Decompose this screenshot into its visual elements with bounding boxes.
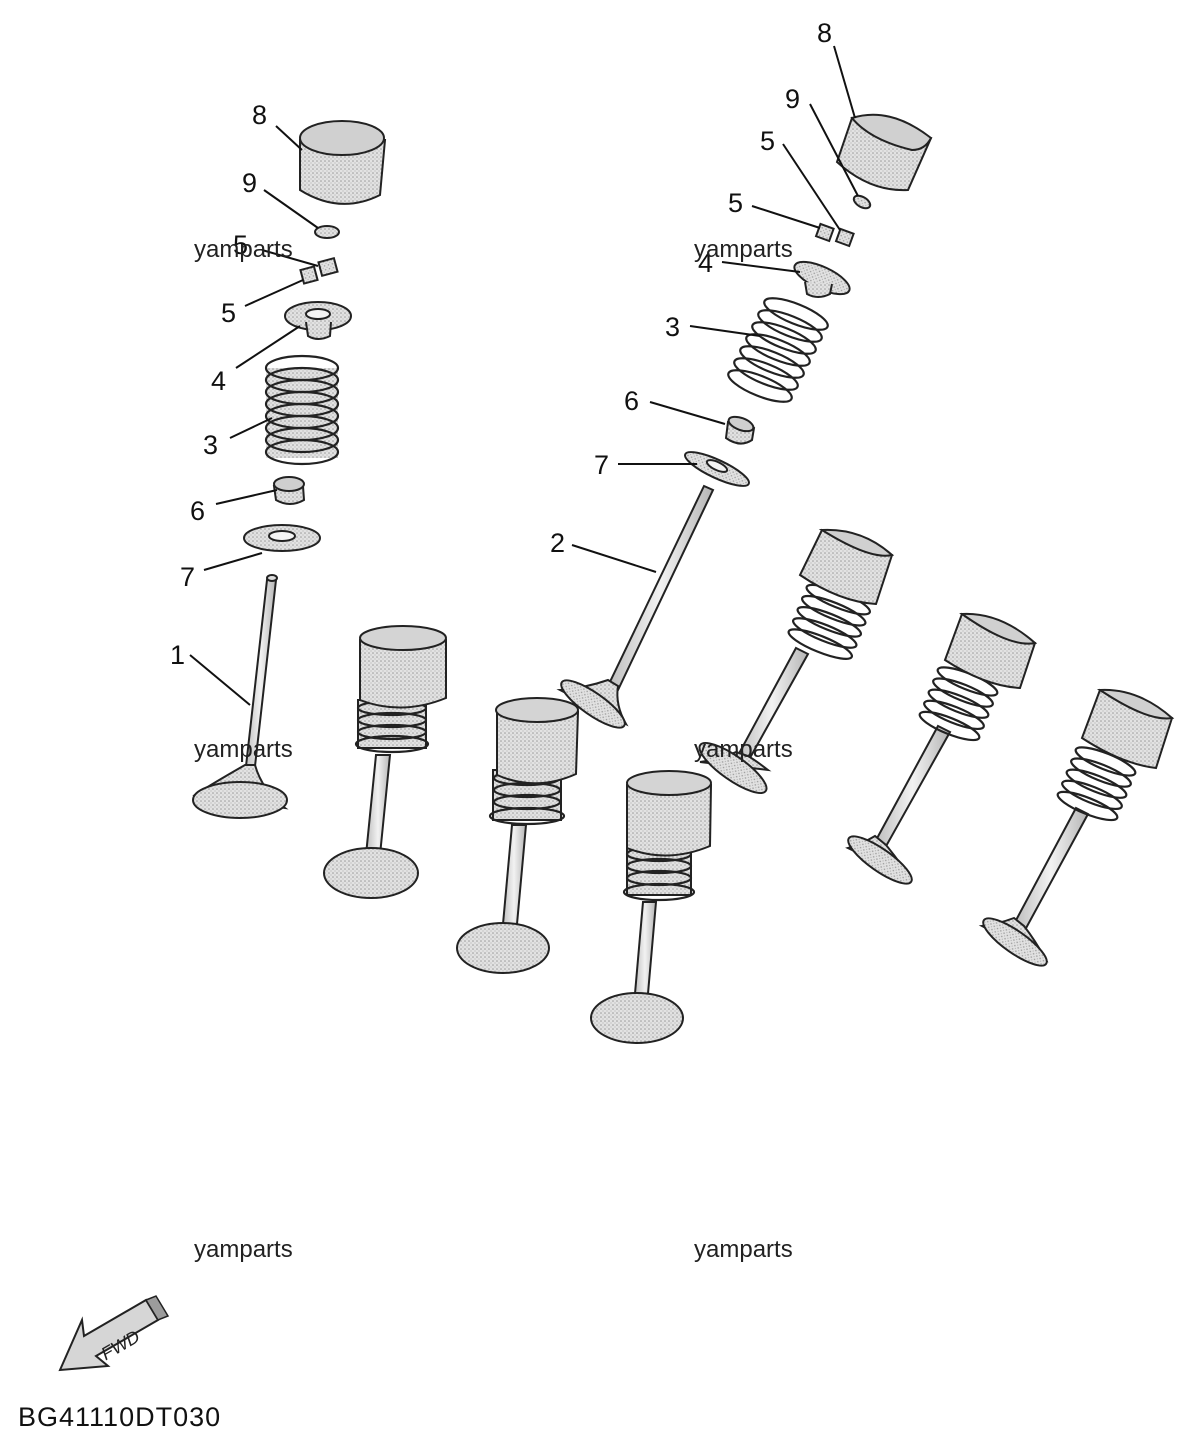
left-exploded-stack <box>192 120 387 819</box>
right-exploded-stack <box>556 113 933 729</box>
callout-5b-right: 5 <box>728 188 743 218</box>
callout-4-left: 4 <box>211 366 226 396</box>
shim-left <box>314 225 340 239</box>
callout-1-left: 1 <box>170 640 185 670</box>
callout-5a-left: 5 <box>233 230 248 260</box>
callout-3-left: 3 <box>203 430 218 460</box>
valve-stem-seal-left <box>272 476 306 505</box>
callout-8-left: 8 <box>252 100 267 130</box>
fwd-arrow-icon: FWD <box>58 1295 170 1372</box>
watermark: yamparts <box>694 1236 793 1263</box>
callout-9-right: 9 <box>785 84 800 114</box>
valve-lifter-right <box>835 113 933 192</box>
watermarks: yamparts yamparts yamparts yamparts yamp… <box>194 236 793 1263</box>
shim-right <box>852 194 872 210</box>
leader-lines <box>189 45 859 706</box>
watermark: yamparts <box>694 736 793 763</box>
watermark: yamparts <box>194 1236 293 1263</box>
assembled-valve-2 <box>456 697 580 974</box>
valve-spring-left <box>264 354 340 466</box>
intake-valve-left <box>192 574 289 819</box>
callout-7-left: 7 <box>180 562 195 592</box>
exhaust-valve-right <box>556 484 715 729</box>
assembled-valve-5 <box>845 612 1038 885</box>
callout-6-right: 6 <box>624 386 639 416</box>
callout-4-right: 4 <box>698 248 713 278</box>
watermark: yamparts <box>694 236 793 263</box>
spring-retainer-left <box>284 301 352 340</box>
callout-6-left: 6 <box>190 496 205 526</box>
callout-7-right: 7 <box>594 450 609 480</box>
valve-stem-seal-right <box>724 415 756 445</box>
assembled-valve-4 <box>698 528 895 794</box>
callout-5a-right: 5 <box>760 126 775 156</box>
callout-5b-left: 5 <box>221 298 236 328</box>
valve-lifter-left <box>299 120 387 205</box>
callout-labels-right: 8 9 5 5 4 3 6 7 2 <box>550 18 832 558</box>
callout-9-left: 9 <box>242 168 257 198</box>
callout-2-right: 2 <box>550 528 565 558</box>
spring-seat-left <box>243 524 321 552</box>
valve-cotter-right <box>814 222 855 248</box>
watermark: yamparts <box>194 236 293 263</box>
assembled-valve-1 <box>323 625 447 899</box>
assembled-valve-6 <box>978 688 1175 967</box>
assembled-valve-3 <box>590 770 713 1044</box>
spring-seat-right <box>684 451 750 487</box>
valve-spring-right <box>727 297 829 403</box>
spring-retainer-right <box>793 260 851 298</box>
valve-cotter-left <box>299 256 339 285</box>
watermark: yamparts <box>194 736 293 763</box>
callout-8-right: 8 <box>817 18 832 48</box>
drawing-code: BG41110DT030 <box>18 1402 221 1432</box>
callout-labels-left: 8 9 5 5 4 3 6 7 1 <box>170 100 267 670</box>
callout-3-right: 3 <box>665 312 680 342</box>
